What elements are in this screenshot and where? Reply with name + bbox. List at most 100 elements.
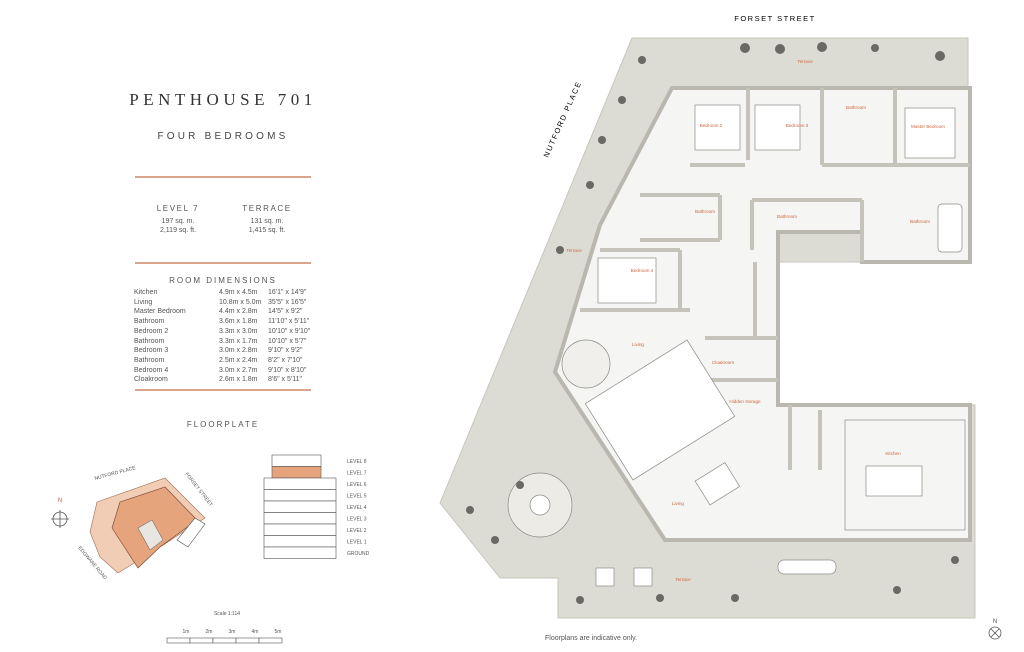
room-label: Hidden storage	[729, 399, 761, 404]
room-name: Bedroom 3	[134, 347, 169, 355]
area-sqft: 1,415 sq. ft.	[248, 227, 286, 234]
room-name: Bathroom	[134, 337, 165, 345]
scale-tick-label: 3m	[229, 629, 236, 635]
level-label: LEVEL 2	[347, 528, 367, 534]
floorplate-diagram: N NUTFORD PLACE FORSET STREET EDGWARE RO…	[51, 454, 370, 644]
room-row: Bathroom 2.5m x 2.4m 8'2" x 7'10"	[134, 356, 310, 366]
adjacent-block	[176, 517, 206, 548]
room-label: Bedroom 2	[700, 123, 723, 128]
room-label: Master Bedroom	[911, 124, 945, 129]
room-metric: 3.3m x 3.0m	[219, 327, 258, 335]
room-label: Kitchen	[885, 451, 901, 456]
level-label: LEVEL 4	[347, 505, 367, 511]
room-name: Bathroom	[134, 318, 165, 326]
scale-tick-label: 4m	[252, 629, 259, 635]
room-label: Living	[632, 342, 644, 347]
scale-label: Scale 1:114	[214, 611, 240, 617]
room-row: Bedroom 2 3.3m x 3.0m 10'10" x 9'10"	[134, 327, 310, 337]
interior-walls	[580, 88, 970, 470]
area-sqm: 131 sq. m.	[250, 218, 284, 225]
room-name: Bedroom 4	[134, 366, 169, 374]
level-label: LEVEL 6	[347, 482, 367, 488]
room-name: Bathroom	[134, 356, 165, 364]
room-metric: 3.0m x 2.7m	[219, 366, 258, 374]
room-label: Bathroom	[695, 209, 715, 214]
furniture	[507, 104, 966, 587]
room-metric: 2.6m x 1.8m	[219, 376, 258, 384]
bed-icon	[694, 104, 741, 151]
room-imperial: 8'6" x 5'11"	[268, 376, 302, 384]
disclaimer: Floorplans are indicative only.	[545, 635, 638, 642]
compass-icon	[51, 510, 69, 528]
room-metric: 2.5m x 2.4m	[219, 356, 258, 364]
area-terrace: TERRACE 131 sq. m. 1,415 sq. ft.	[222, 204, 312, 235]
room-row: Cloakroom 2.6m x 1.8m 8'6" x 5'11"	[134, 375, 310, 385]
room-metric: 10.8m x 5.0m	[219, 298, 262, 306]
kitchen-counter	[844, 419, 966, 531]
scale-segment	[258, 637, 283, 644]
room-imperial: 9'10" x 9'2"	[268, 347, 303, 355]
room-name: Master Bedroom	[134, 308, 186, 316]
chair-icon	[595, 567, 615, 587]
area-label: LEVEL 7	[156, 204, 200, 213]
room-imperial: 16'1" x 14'9"	[268, 289, 307, 296]
room-metric: 3.3m x 1.7m	[219, 337, 258, 345]
level-label: LEVEL 7	[347, 471, 367, 477]
room-label: Terrace	[797, 59, 813, 64]
room-imperial: 9'10" x 8'10"	[268, 366, 307, 374]
room-name: Bedroom 2	[134, 327, 169, 335]
room-label: Living	[672, 501, 684, 506]
bed-icon	[904, 107, 956, 159]
room-name: Kitchen	[134, 289, 158, 296]
area-sqm: 197 sq. m.	[161, 218, 195, 225]
room-imperial: 8'2" x 7'10"	[268, 356, 303, 364]
page-subtitle: FOUR BEDROOMS	[157, 131, 289, 142]
divider	[135, 389, 311, 391]
room-label: Terrace	[675, 577, 691, 582]
compass-icon	[988, 626, 1002, 640]
level-label: GROUND	[347, 551, 370, 557]
room-row: Kitchen 4.9m x 4.5m 16'1" x 14'9"	[134, 288, 310, 298]
area-label: TERRACE	[242, 204, 292, 213]
room-label: Bathroom	[777, 214, 797, 219]
divider	[135, 176, 311, 178]
page-title: PENTHOUSE 701	[129, 90, 317, 109]
plant-icons	[466, 42, 959, 604]
bed-icon	[754, 104, 801, 151]
scale-tick-label: 5m	[275, 629, 282, 635]
room-imperial: 35'5" x 16'5"	[268, 298, 307, 306]
room-dimensions-heading: ROOM DIMENSIONS	[169, 276, 277, 285]
chair-icon	[633, 567, 653, 587]
room-metric: 3.0m x 2.8m	[219, 347, 258, 355]
street-top-label: FORSET STREET	[734, 14, 815, 23]
room-name: Cloakroom	[134, 376, 168, 384]
rug-icon	[561, 339, 611, 389]
room-label: Bathroom	[910, 219, 930, 224]
room-imperial: 14'5" x 9'2"	[268, 308, 303, 316]
room-label: Bedroom 3	[786, 123, 809, 128]
sofa-group-icon	[584, 339, 736, 481]
room-label: Bedroom 4	[631, 268, 654, 273]
kitchen-island-icon	[865, 465, 923, 497]
room-label: Bathroom	[846, 105, 866, 110]
area-sqft: 2,119 sq. ft.	[159, 227, 197, 234]
courtyard-void	[782, 264, 982, 402]
level-block	[263, 546, 337, 559]
room-label: Cloakroom	[712, 360, 734, 365]
divider	[135, 262, 311, 264]
core	[137, 519, 164, 551]
outdoor-dining-icon	[777, 559, 837, 575]
level-label: LEVEL 8	[347, 459, 367, 465]
bed-icon	[597, 257, 657, 304]
room-row: Bedroom 4 3.0m x 2.7m 9'10" x 8'10"	[134, 366, 310, 376]
room-row: Bedroom 3 3.0m x 2.8m 9'10" x 9'2"	[134, 346, 310, 356]
room-metric: 4.9m x 4.5m	[219, 289, 258, 296]
room-imperial: 10'10" x 9'10"	[268, 327, 311, 335]
street-left-label: NUTFORD PLACE	[542, 79, 584, 158]
